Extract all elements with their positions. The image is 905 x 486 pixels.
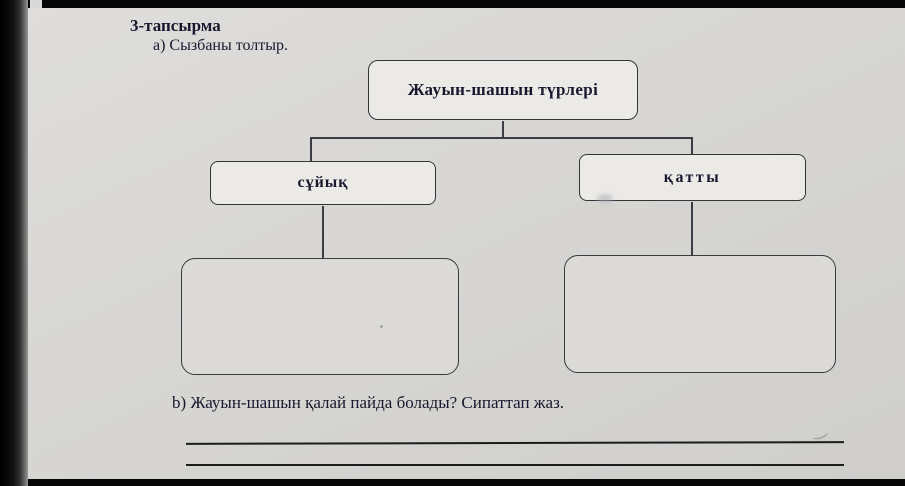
connector-root-down	[502, 121, 504, 137]
answer-box-right	[564, 255, 836, 373]
connector-liquid-to-box	[322, 206, 324, 258]
photo-edge-notch	[30, 0, 42, 8]
photo-dark-edge-left	[0, 0, 28, 486]
answer-line-2	[186, 464, 844, 466]
task-number-heading: 3-тапсырма	[130, 16, 221, 35]
task-b-question: b) Жауын-шашын қалай пайда болады? Сипат…	[172, 393, 565, 412]
connector-right-down	[691, 137, 693, 154]
diagram-root-node: Жауын-шашын түрлері	[368, 60, 638, 120]
smudge-mark	[597, 194, 613, 203]
diagram-node-solid-label: қатты	[663, 168, 722, 186]
diagram-root-label: Жауын-шашын түрлері	[407, 80, 599, 99]
connector-left-down	[310, 137, 312, 161]
speck-mark	[380, 325, 383, 328]
diagram-node-liquid-label: сұйық	[297, 174, 349, 191]
connector-horizontal	[310, 137, 692, 139]
answer-box-left	[181, 258, 459, 375]
task-a-instruction: а) Сызбаны толтыр.	[153, 37, 289, 54]
diagram-node-solid: қатты	[579, 154, 806, 201]
connector-solid-to-box	[691, 202, 693, 255]
diagram-node-liquid: сұйық	[210, 161, 436, 205]
